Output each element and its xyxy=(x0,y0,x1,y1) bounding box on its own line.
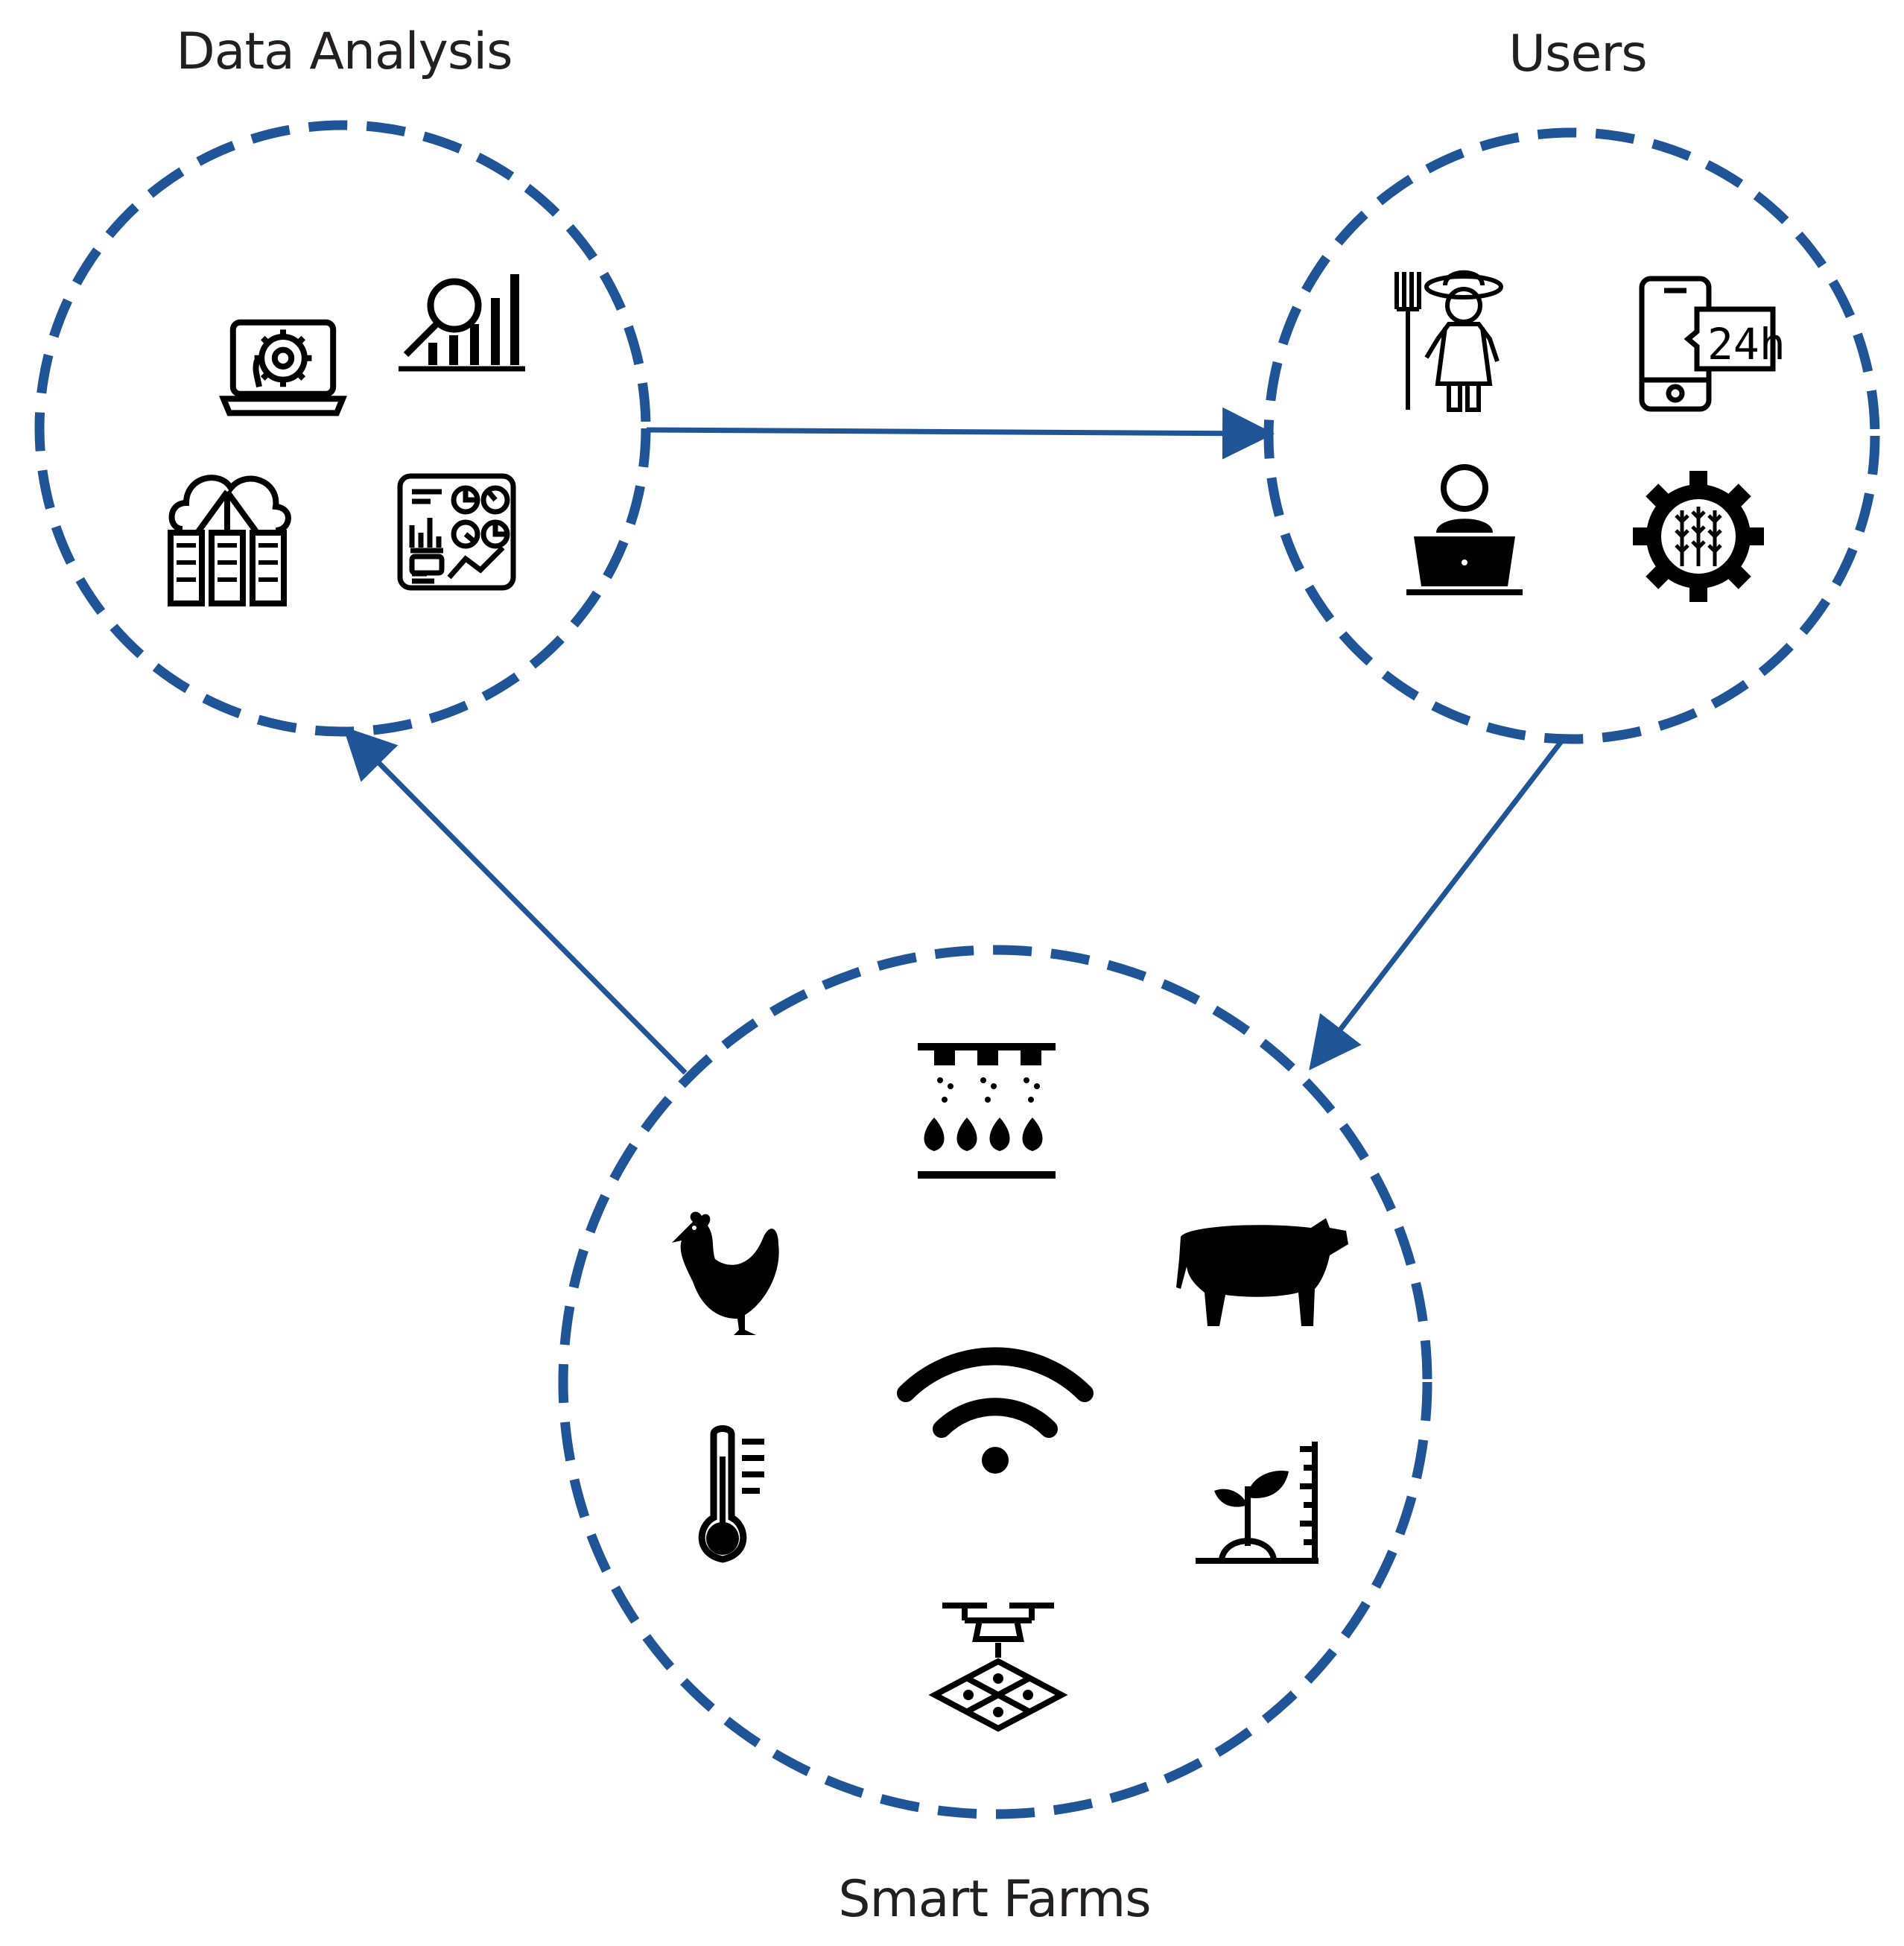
drone-icon xyxy=(928,1603,1068,1732)
plant-growth-icon xyxy=(1196,1442,1318,1564)
cow-icon xyxy=(1176,1218,1348,1326)
laptop-user-icon xyxy=(1406,464,1523,595)
flow-arrow-farms-to-analysis xyxy=(343,726,688,1075)
users-ring xyxy=(1263,127,1880,744)
phone-24h-icon: 24h xyxy=(1639,276,1786,412)
irrigation-icon xyxy=(918,1043,1056,1179)
ai-laptop-icon xyxy=(218,319,348,416)
farmer-icon xyxy=(1394,270,1503,412)
svg-text:24h: 24h xyxy=(1707,319,1786,370)
data-analysis-title: Data Analysis xyxy=(176,22,512,81)
cloud-server-icon xyxy=(168,475,291,606)
analytics-magnifier-icon xyxy=(399,274,525,372)
smart-farms-title: Smart Farms xyxy=(838,1870,1150,1929)
dashboard-icon xyxy=(397,473,516,591)
agri-gear-icon xyxy=(1633,471,1764,602)
flow-arrow-analysis-to-users xyxy=(646,407,1275,460)
wifi-icon xyxy=(897,1347,1094,1474)
thermometer-icon xyxy=(698,1425,764,1563)
flow-arrow-users-to-farms xyxy=(1309,735,1567,1071)
data-analysis-ring xyxy=(34,120,651,737)
users-title: Users xyxy=(1508,25,1646,83)
chicken-icon xyxy=(672,1211,779,1335)
smart-farms-ring xyxy=(558,945,1432,1819)
